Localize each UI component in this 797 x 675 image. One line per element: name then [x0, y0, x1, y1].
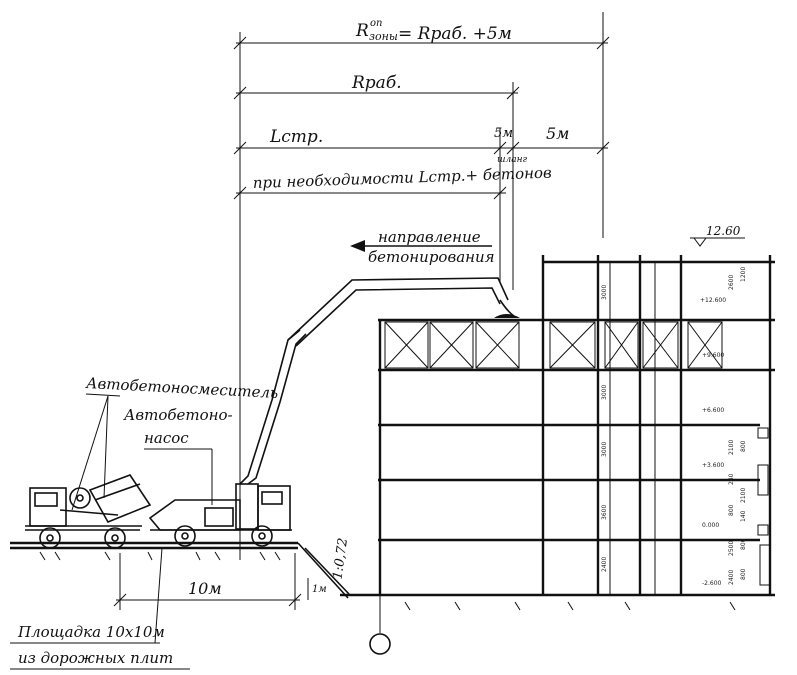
small-dim-9: 2500 — [728, 541, 735, 556]
small-dim-12: 800 — [740, 568, 747, 580]
building-marks: 12.60 +12.600 +9.600 +6.600 +3.600 0.000… — [601, 224, 747, 587]
span-dim-1: 3000 — [601, 285, 608, 300]
l-str-label: Lстр. — [269, 127, 323, 147]
pump-label-line2: насос — [144, 429, 189, 447]
height-1m-label: 1м — [312, 584, 327, 595]
pump-label-line1: Автобетоно- — [123, 406, 233, 424]
small-dim-4: 800 — [740, 440, 747, 452]
dimension-texts: R оп зоны = Rраб. +5м Rраб. Lстр. 5м шла… — [253, 18, 570, 192]
offset-length-label: 5м — [546, 124, 569, 143]
ground-platform: 10м 1м 1:0,72 — [10, 537, 775, 655]
span-dim-3: 3000 — [601, 442, 608, 457]
small-dim-10: 800 — [740, 538, 747, 550]
r-zone-formula: = Rраб. +5м — [398, 24, 512, 44]
annotations: Автобетоносмеситель Автобетоно- насос Пл… — [10, 374, 279, 670]
small-dim-6: 2100 — [740, 488, 747, 503]
span-dim-5: 2400 — [601, 557, 608, 572]
if-needed-label: при необходимости Lстр.+ бетонов — [253, 164, 553, 192]
small-dim-8: 140 — [740, 510, 747, 522]
small-dim-5: 240 — [728, 473, 735, 485]
building-frame — [378, 255, 775, 595]
base-10m-label: 10м — [188, 579, 222, 598]
span-dim-2: 3000 — [601, 385, 608, 400]
pump-boom — [239, 277, 520, 485]
direction-label-line2: бетонирования — [368, 248, 495, 266]
small-dim-11: 2400 — [728, 570, 735, 585]
small-dim-1: 2600 — [728, 275, 735, 290]
platform-label-line2: из дорожных плит — [18, 649, 173, 667]
span-dim-4: 3600 — [601, 505, 608, 520]
mixer-truck — [25, 474, 152, 549]
direction-label-line1: направление — [378, 228, 481, 246]
top-mark-label: 12.60 — [706, 224, 741, 238]
level-mark-5: 0.000 — [702, 522, 719, 529]
hose-label: шланг — [497, 155, 528, 165]
level-mark-4: +3.600 — [702, 462, 724, 469]
r-work-label: Rраб. — [351, 73, 402, 93]
platform-label-line1: Площадка 10х10м — [17, 623, 165, 641]
vehicles — [25, 474, 292, 549]
mixer-label: Автобетоносмеситель — [85, 374, 279, 402]
pump-truck — [148, 483, 292, 547]
pile-circle — [369, 633, 391, 655]
direction-arrow: направление бетонирования — [350, 228, 495, 266]
hose-length-label: 5м — [494, 126, 513, 141]
r-zone-superscript: оп — [370, 18, 382, 29]
small-dim-7: 800 — [728, 504, 735, 516]
small-dim-3: 2100 — [728, 440, 735, 455]
slope-label: 1:0,72 — [330, 537, 351, 580]
level-mark-3: +6.600 — [702, 407, 724, 414]
level-mark-6: -2.600 — [702, 580, 722, 587]
r-zone-label: R — [355, 21, 369, 41]
dimension-lines — [233, 12, 610, 560]
small-dim-2: 1200 — [740, 267, 747, 282]
r-zone-subscript: зоны — [369, 30, 398, 43]
level-mark-2: +9.600 — [702, 352, 724, 359]
level-mark-1: +12.600 — [700, 297, 726, 304]
